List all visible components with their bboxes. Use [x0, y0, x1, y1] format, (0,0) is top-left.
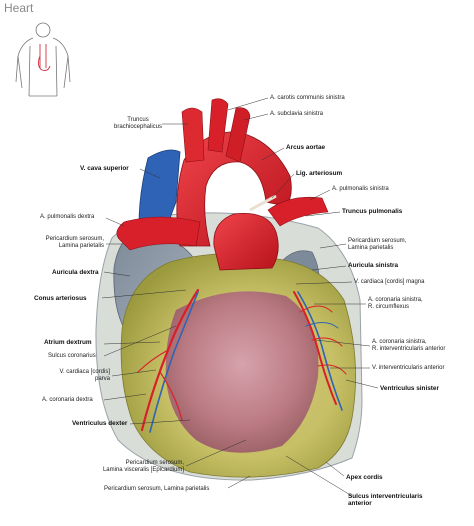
label-v-card-parva-2: parva — [94, 376, 110, 382]
label-epicard-2: Lamina visceralis [Epicardium] — [102, 467, 184, 473]
left-pulmonary-artery — [267, 196, 329, 227]
label-peri-right-2: Lamina parietalis — [348, 245, 394, 251]
label-a-pulm-sin: A. pulmonalis sinistra — [332, 186, 389, 192]
label-sulcus-cor: Sulcus coronarius — [48, 353, 96, 359]
ligamentum-arteriosum — [249, 194, 277, 212]
label-auricula-sin: Auricula sinistra — [348, 262, 399, 269]
label-truncus-2: brachiocephalicus — [113, 124, 163, 130]
label-a-cor-sin-1: A. coronaria sinistra, — [368, 297, 423, 303]
leader-lines — [101, 97, 379, 497]
label-apex: Apex cordis — [346, 474, 383, 481]
label-epicard-1: Pericardium serosum, — [125, 460, 184, 466]
label-vent-dex: Ventriculus dexter — [72, 420, 128, 427]
label-lig-arteriosum: Lig. arteriosum — [296, 170, 343, 177]
label-a-cor-sin-ant-1: A. coronaria sinistra, — [372, 339, 427, 345]
label-a-cor-sin-2: R. circumflexus — [368, 304, 410, 310]
label-arcus: Arcus aortae — [286, 144, 326, 151]
label-a-cor-sin-ant-2: R. interventricularis anterior — [372, 346, 446, 352]
label-sulcus-iv-2: anterior — [348, 500, 372, 507]
label-truncus-pulm: Truncus pulmonalis — [342, 208, 403, 215]
page-title: Heart — [4, 1, 34, 15]
label-truncus-1: Truncus — [127, 117, 149, 123]
label-peri-bottom: Pericardium serosum, Lamina parietalis — [104, 486, 210, 492]
thumbnail-heart — [37, 44, 51, 71]
label-peri-left-1: Pericardium serosum, — [45, 236, 104, 242]
label-peri-right-1: Pericardium serosum, — [348, 238, 407, 244]
right-pulmonary-artery — [116, 216, 201, 251]
label-v-card-magna: V. cardiaca [cordis] magna — [354, 279, 425, 285]
body-thumbnail — [15, 22, 71, 97]
label-auricula-dex: Auricula dextra — [52, 269, 99, 276]
label-vcs: V. cava superior — [80, 165, 129, 172]
label-vent-sin: Ventriculus sinister — [380, 385, 439, 392]
ventricle-muscle — [165, 291, 319, 453]
label-peri-left-2: Lamina parietalis — [58, 243, 104, 249]
label-carotis: A. carotis communis sinistra — [270, 95, 345, 101]
label-conus: Conus arteriosus — [34, 295, 87, 302]
label-subclavia: A. subclavia sinistra — [270, 111, 324, 117]
pulmonary-trunk — [213, 213, 279, 271]
label-a-pulm-dex: A. pulmonalis dextra — [40, 214, 95, 220]
carotis-communis — [207, 98, 229, 153]
label-sulcus-iv-1: Sulcus interventricularis — [348, 493, 423, 500]
label-v-interv: V. interventricularis anterior — [372, 365, 445, 371]
label-atrium-dex: Atrium dextrum — [44, 339, 92, 346]
label-a-cor-dex: A. coronaria dextra — [42, 397, 93, 403]
aorta — [176, 131, 292, 247]
subclavia — [225, 107, 251, 163]
coronary-vessels — [137, 288, 347, 433]
truncus-brachiocephalicus — [181, 107, 205, 163]
label-v-card-parva-1: V. cardiaca [cordis] — [59, 369, 110, 375]
